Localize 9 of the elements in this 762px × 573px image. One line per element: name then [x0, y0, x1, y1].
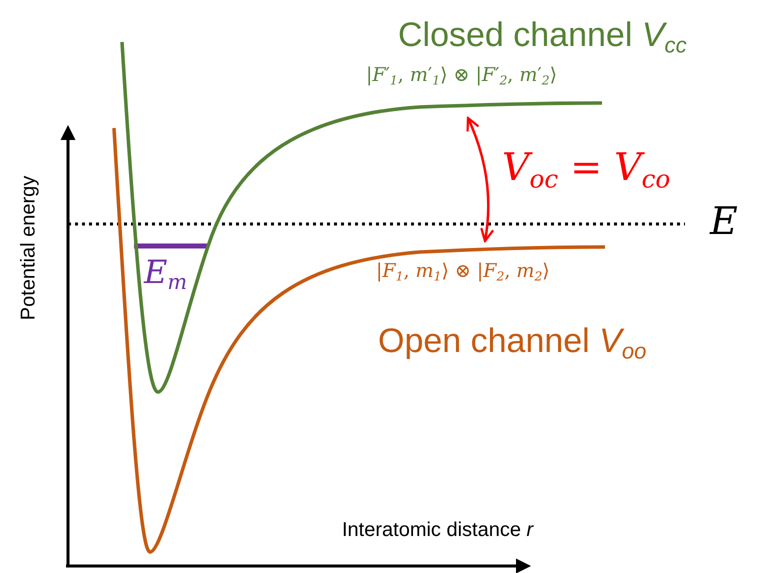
double-headed-arrow — [466, 116, 494, 242]
state-ket: |F$_{1}$, m$_{1}$⟩ ⊗ |F$_{2}$, m$_{2}$⟩ — [376, 262, 550, 284]
axis-title: Potential energy — [18, 176, 38, 320]
bound-state-symbol: E$_{m}$ — [144, 256, 188, 294]
channel-title: Open channel V$_{oo}$ — [378, 324, 646, 363]
axis-title: Interatomic distance r — [342, 520, 534, 540]
state-ket: |F′$_{1}$, m′$_{1}$⟩ ⊗ |F′$_{2}$, m′$_{2}$⟩ — [366, 66, 558, 88]
channel-title: Closed channel V$_{cc}$ — [398, 18, 687, 57]
energy-symbol: E — [710, 202, 738, 240]
